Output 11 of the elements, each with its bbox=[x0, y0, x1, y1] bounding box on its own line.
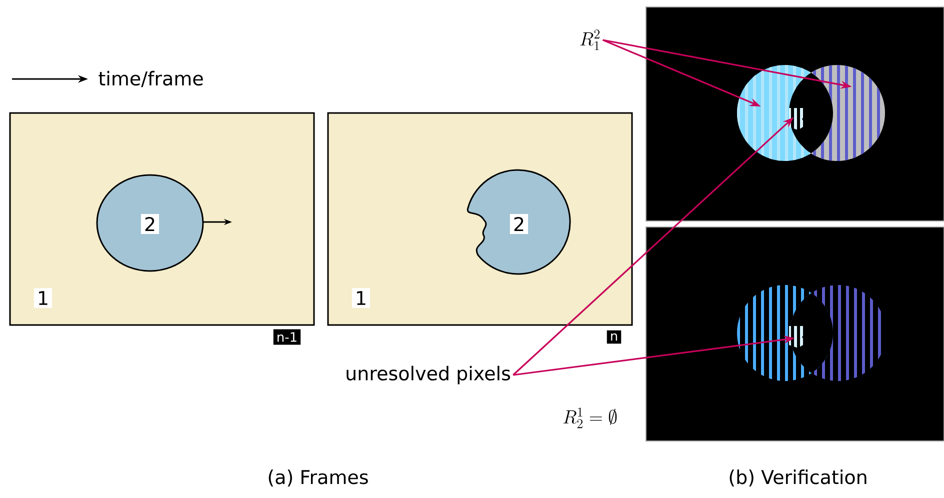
subfigure-caption: (a) Frames bbox=[268, 470, 368, 486]
math-label: $R_2^1 = \emptyset$ bbox=[563, 408, 617, 428]
math-label: $R_1^2$ bbox=[580, 30, 600, 50]
region-number: 1 bbox=[352, 288, 370, 308]
axis-label: time/frame bbox=[98, 70, 203, 88]
region-number: 1 bbox=[34, 288, 52, 308]
annotation-text: unresolved pixels bbox=[346, 366, 510, 384]
subfigure-caption: (b) Verification bbox=[730, 470, 866, 486]
frame-tag: n-1 bbox=[273, 329, 301, 345]
unresolved-patch bbox=[789, 326, 804, 348]
frame-tag: n bbox=[606, 330, 622, 344]
